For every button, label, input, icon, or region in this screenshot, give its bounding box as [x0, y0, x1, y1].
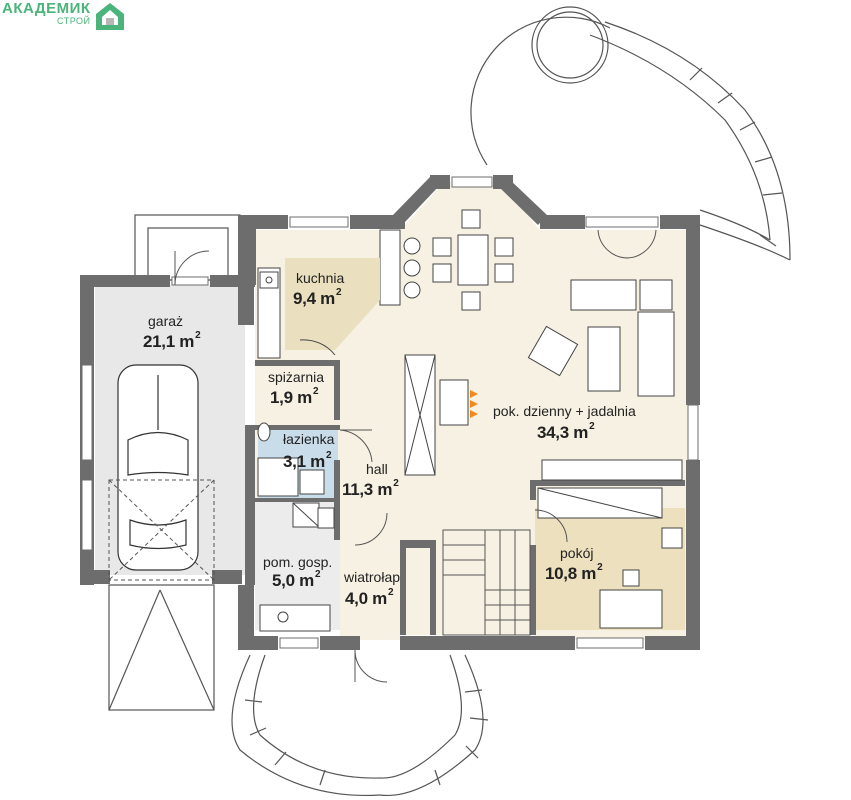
dining-set	[403, 209, 514, 311]
room-name-pokoj: pokój	[560, 545, 594, 561]
room-area-hall: 11,3 m2	[342, 478, 399, 499]
room-name-wiatrolap: wiatrołap	[344, 569, 401, 585]
living-furniture	[404, 279, 683, 481]
room-name-dzienny: pok. dzienny + jadalnia	[493, 403, 636, 419]
logo-main-text: АКАДЕМИК	[2, 0, 91, 17]
room-name-spizarnia: spiżarnia	[268, 369, 325, 385]
room-area-pokoj: 10,8 m2	[545, 562, 603, 583]
logo-sub-text: СТРОЙ	[57, 16, 91, 26]
fixtures	[257, 422, 335, 632]
stairs	[442, 529, 531, 636]
driveway	[108, 584, 215, 711]
room-area-spizarnia: 1,9 m2	[270, 386, 319, 407]
windows	[81, 176, 699, 649]
room-area-garaz: 21,1 m2	[143, 330, 201, 351]
room-name-pom-gosp: pom. gosp.	[263, 554, 333, 570]
room-area-kuchnia: 9,4 m2	[293, 287, 342, 308]
room-area-pom-gosp: 5,0 m2	[272, 569, 321, 590]
room-name-hall: hall	[366, 461, 388, 477]
room-name-lazienka: łazienka	[283, 431, 335, 447]
room-area-dzienny: 34,3 m2	[537, 421, 595, 442]
kitchen-fittings	[257, 229, 401, 359]
garden-paths	[231, 6, 791, 797]
house-logo-icon	[95, 3, 124, 30]
room-name-garaz: garaż	[148, 313, 184, 329]
fireplace-flames	[470, 390, 478, 418]
garage-door-swing	[108, 479, 215, 581]
garage-porch	[134, 214, 241, 281]
car	[117, 364, 199, 571]
doors	[174, 229, 657, 683]
room-name-kuchnia: kuchnia	[296, 270, 345, 286]
logo: АКАДЕМИК СТРОЙ	[2, 1, 126, 31]
bedroom-furniture	[537, 487, 683, 629]
room-area-lazienka: 3,1 m2	[283, 450, 332, 471]
walls	[80, 175, 700, 650]
room-area-wiatrolap: 4,0 m2	[345, 587, 394, 608]
